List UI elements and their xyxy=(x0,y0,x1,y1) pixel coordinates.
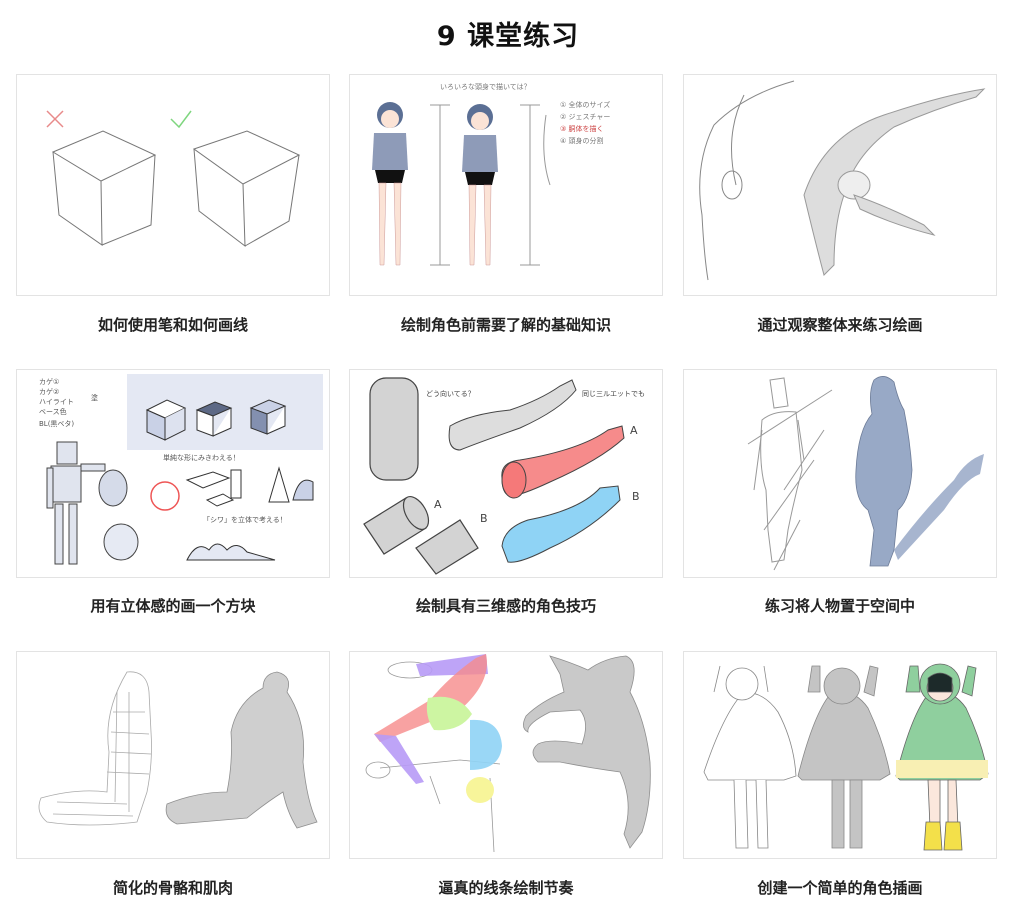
svg-text:「シワ」を立体で考える！: 「シワ」を立体で考える！ xyxy=(203,515,287,524)
svg-text:ベース色: ベース色 xyxy=(39,407,67,416)
lesson-thumbnail[interactable] xyxy=(683,74,997,296)
lesson-thumbnail[interactable] xyxy=(16,74,330,296)
svg-text:単純な形にみきわえる！: 単純な形にみきわえる！ xyxy=(163,453,240,462)
lesson-caption[interactable]: 绘制具有三维感的角色技巧 xyxy=(415,597,596,615)
svg-text:B: B xyxy=(632,490,640,503)
sketch-stage xyxy=(703,665,797,849)
svg-text:塗: 塗 xyxy=(91,393,98,402)
svg-text:いろいろな頭身で描いては？: いろいろな頭身で描いては？ xyxy=(440,82,531,91)
lesson-card-1[interactable]: 如何使用笔和如何画线 xyxy=(16,74,330,334)
lesson-caption[interactable]: 简化的骨骼和肌肉 xyxy=(112,879,233,897)
check-mark-icon xyxy=(170,110,192,129)
anatomy-figure-illustration xyxy=(38,671,318,829)
colored-stage xyxy=(895,663,989,851)
svg-text:ハイライト: ハイライト xyxy=(39,398,74,406)
girl-figure-right xyxy=(462,104,498,266)
lesson-thumbnail[interactable] xyxy=(349,651,663,859)
lesson-thumbnail[interactable]: いろいろな頭身で描いては？ ① 全体のサイズ ② ジェスチャー ③ 胴体を描く … xyxy=(349,74,663,296)
lesson-thumbnail[interactable] xyxy=(16,651,330,859)
lesson-card-6[interactable]: 练习将人物置于空间中 xyxy=(683,369,997,615)
backbend-sketch-illustration xyxy=(699,80,986,281)
lesson-thumbnail[interactable]: A B A B どう向いてる？ 同じ三ルエットでも xyxy=(349,369,663,578)
lesson-caption[interactable]: 逼真的线条绘制节奏 xyxy=(438,879,574,897)
cube-sketch-illustration xyxy=(46,110,301,248)
raincoat-girl-illustration xyxy=(703,663,989,851)
lesson-caption[interactable]: 绘制角色前需要了解的基础知识 xyxy=(400,316,611,334)
lesson-caption[interactable]: 创建一个简单的角色插画 xyxy=(757,879,923,897)
svg-text:A: A xyxy=(434,498,442,511)
lesson-caption[interactable]: 如何使用笔和如何画线 xyxy=(97,316,248,334)
girl-figure-left xyxy=(372,102,408,266)
mannequin-figure xyxy=(46,441,106,565)
lesson-caption[interactable]: 用有立体感的画一个方块 xyxy=(90,597,256,615)
wrong-mark-icon xyxy=(46,110,64,128)
svg-text:② ジェスチャー: ② ジェスチャー xyxy=(560,113,610,121)
pose-rhythm-illustration xyxy=(365,654,651,853)
lesson-card-2[interactable]: いろいろな頭身で描いては？ ① 全体のサイズ ② ジェスチャー ③ 胴体を描く … xyxy=(349,74,663,334)
flat-gray-stage xyxy=(797,665,891,849)
svg-text:カゲ①: カゲ① xyxy=(39,377,59,386)
svg-text:B: B xyxy=(480,512,488,525)
svg-text:どう向いてる？: どう向いてる？ xyxy=(426,389,475,398)
svg-text:同じ三ルエットでも: 同じ三ルエットでも xyxy=(582,390,645,398)
lesson-caption[interactable]: 练习将人物置于空间中 xyxy=(764,597,915,615)
proportion-sheet-illustration: いろいろな頭身で描いては？ ① 全体のサイズ ② ジェスチャー ③ 胴体を描く … xyxy=(372,82,610,266)
lesson-card-5[interactable]: A B A B どう向いてる？ 同じ三ルエットでも 绘制具有三维感的角色技巧 xyxy=(349,369,663,615)
svg-text:A: A xyxy=(630,424,638,437)
lesson-card-9[interactable]: 创建一个简单的角色插画 xyxy=(683,651,997,897)
lesson-caption[interactable]: 通过观察整体来练习绘画 xyxy=(757,316,923,334)
lesson-thumbnail[interactable] xyxy=(683,651,997,859)
svg-text:③ 胴体を描く: ③ 胴体を描く xyxy=(560,124,604,133)
lesson-thumbnail[interactable] xyxy=(683,369,997,578)
figure-shadow-illustration xyxy=(747,376,984,571)
cylinder-arm-illustration: A B A B どう向いてる？ 同じ三ルエットでも xyxy=(363,377,645,575)
svg-text:BL(黒ベタ): BL(黒ベタ) xyxy=(39,419,74,428)
lesson-card-3[interactable]: 通过观察整体来练习绘画 xyxy=(683,74,997,334)
svg-text:④ 頭身の分割: ④ 頭身の分割 xyxy=(560,136,604,145)
lesson-card-7[interactable]: 简化的骨骼和肌肉 xyxy=(16,651,330,897)
svg-text:① 全体のサイズ: ① 全体のサイズ xyxy=(560,100,610,109)
lesson-card-8[interactable]: 逼真的线条绘制节奏 xyxy=(349,651,663,897)
page-title: 9 课堂练习 xyxy=(436,21,580,52)
svg-text:カゲ②: カゲ② xyxy=(39,387,59,396)
